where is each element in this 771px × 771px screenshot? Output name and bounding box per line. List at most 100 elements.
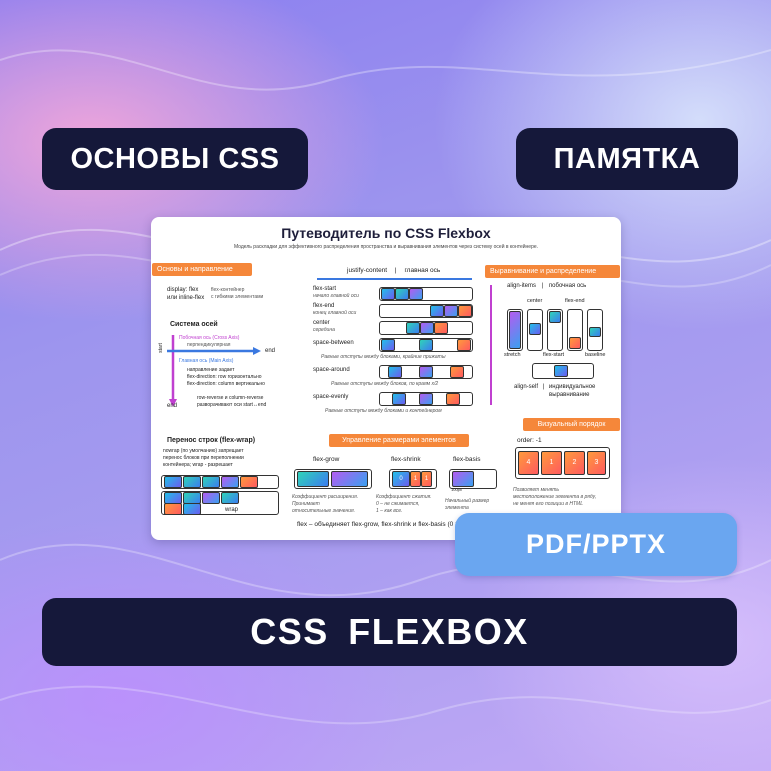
evenly-block: [392, 393, 406, 405]
justify-around: space-around: [313, 367, 350, 373]
basics-header: Основы и направление: [152, 263, 252, 276]
flex-basis-label: flex-basis: [453, 456, 481, 463]
justify-center: center: [313, 320, 330, 326]
align-self-block: [554, 365, 568, 377]
wrap-label: wrap: [225, 507, 239, 513]
wrap-l1: nowrap (по умолчанию) запрещает: [163, 448, 244, 454]
align-baseline-label: baseline: [585, 352, 606, 358]
justify-flex-end-desc: конец главной оси: [313, 310, 357, 316]
direction-l3: flex-direction: column вертикально: [187, 381, 265, 387]
axis-end: end: [265, 348, 276, 354]
shrink-block: 0: [392, 471, 410, 487]
wrap-l2: перенос блоков при переполнении: [163, 455, 244, 461]
align-self-header: align-self | индивидуальное: [514, 384, 595, 390]
align-items-axis: побочная ось: [548, 283, 587, 289]
shrink-desc-1: Коэффициент сжатия.: [376, 494, 432, 500]
align-items-label: align-items: [507, 283, 537, 289]
display-desc: flex-контейнер: [211, 287, 245, 293]
wrap-block: [164, 503, 182, 515]
flex-end-block: [444, 305, 458, 317]
cross-axis-label: Побочная ось (Cross Axis): [179, 335, 240, 341]
center-block: [406, 322, 420, 334]
basis-desc-2: элемента: [445, 505, 469, 511]
flex-grow-label: flex-grow: [313, 456, 340, 463]
wrap-block: [221, 492, 239, 504]
align-items-header: align-items | побочная ось: [507, 283, 586, 289]
justify-evenly-desc: Равные отступы между блоками и контейнер…: [325, 408, 442, 414]
around-block: [388, 366, 402, 378]
wrap-block: [202, 492, 220, 504]
grow-desc-1: Коэффициент расширения.: [292, 494, 359, 500]
nowrap-block: [164, 476, 182, 488]
justify-flex-end: flex-end: [313, 303, 335, 309]
center-block: [420, 322, 434, 334]
top-left-badge: ОСНОВЫ CSS: [42, 128, 308, 190]
wrap-block: [183, 503, 201, 515]
justify-between: space-between: [313, 340, 354, 346]
top-right-badge: ПАМЯТКА: [516, 128, 738, 190]
justify-evenly: space-evenly: [313, 394, 349, 400]
shrink-block: 1: [410, 471, 421, 487]
around-block: [450, 366, 464, 378]
display-code-alt: или inline-flex: [167, 295, 205, 301]
nowrap-block: [202, 476, 220, 488]
align-self-desc: индивидуальное: [548, 384, 596, 390]
shrink-block: 1: [421, 471, 432, 487]
grow-desc-2: Принимает: [292, 501, 320, 507]
axes-diagram: [167, 335, 261, 407]
display-desc-2: с гибкими элементами: [211, 294, 264, 300]
flex-end-block: [458, 305, 472, 317]
between-block: [381, 339, 395, 351]
align-flex-start-label: flex-start: [543, 352, 565, 358]
align-center-label: center: [527, 298, 543, 304]
align-stretch-label: stretch: [504, 352, 521, 358]
align-flex-end-label: flex-end: [565, 298, 585, 304]
justify-between-desc: Равные отступы между блоками, крайние пр…: [321, 354, 446, 360]
justify-underline: [317, 278, 472, 280]
center-block: [434, 322, 448, 334]
direction-l2: flex-direction: row горизонтально: [187, 374, 262, 380]
reverse-l2: разворачивают оси start↔end: [197, 402, 267, 408]
flex-end-block: [430, 305, 444, 317]
display-code: display: flex: [167, 287, 199, 293]
basis-desc-1: Начальный размер: [445, 498, 490, 504]
flex-start-align-block: [549, 311, 561, 323]
order-item: 3: [587, 451, 606, 475]
nowrap-block: [240, 476, 258, 488]
order-item: 4: [518, 451, 539, 475]
order-desc-3: не меняя его позиции в HTML: [513, 501, 583, 507]
flex-end-align-block: [569, 337, 581, 349]
bottom-title-banner: CSS FLEXBOX: [42, 598, 737, 666]
align-self-desc-2: выравнивание: [549, 392, 590, 398]
main-axis-label: Главная ось (Main Axis): [179, 358, 234, 364]
justify-header: justify-content | главная ось: [347, 267, 440, 274]
justify-header-left: justify-content: [347, 267, 388, 274]
align-items-sep: |: [541, 283, 544, 289]
baseline-block: [589, 327, 601, 337]
axes-title: Система осей: [170, 321, 218, 328]
flex-shrink-label: flex-shrink: [391, 456, 421, 463]
format-badge: PDF/PPTX: [455, 513, 737, 576]
shrink-desc-3: 1 – как все.: [376, 508, 403, 514]
align-self-sep: |: [542, 384, 545, 390]
justify-header-right: главная ось: [404, 267, 441, 274]
wrap-title: Перенос строк (flex-wrap): [167, 437, 256, 444]
center-align-block: [529, 323, 541, 335]
justify-center-desc: середина: [313, 327, 335, 333]
order-label: order: -1: [517, 437, 542, 444]
stretch-block: [509, 311, 521, 349]
direction-l1: направление задает: [187, 367, 235, 373]
order-item: 2: [564, 451, 585, 475]
justify-around-desc: Равные отступы между блоков, по краям x/…: [331, 381, 439, 387]
align-header: Выравнивание и распределение: [485, 265, 620, 278]
nowrap-block: [221, 476, 239, 488]
axis-end-bottom: end: [167, 403, 178, 409]
grow-block: [297, 471, 329, 487]
flex-shorthand: flex – объединяет flex-grow, flex-shrink…: [297, 521, 476, 528]
cross-axis-desc: перпендикулярная: [187, 342, 231, 348]
justify-header-sep: |: [394, 267, 397, 274]
sizing-header: Управление размерами элементов: [329, 434, 469, 447]
wrap-l3: контейнера; wrap - разрешает: [163, 462, 233, 468]
order-desc-1: Позволяет менять: [513, 487, 560, 493]
